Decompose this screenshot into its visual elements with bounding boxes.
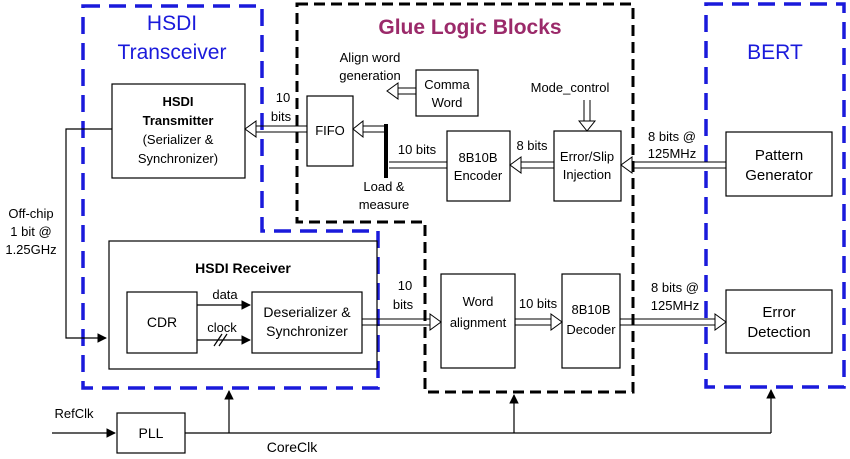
- tx-10bits-label-1: 10: [276, 90, 290, 105]
- rx-10bits-label-1: 10: [398, 278, 412, 293]
- load-label-1: Load &: [363, 179, 405, 194]
- clock-bus-slash-2: [218, 333, 228, 347]
- error-detection-line1: Error: [762, 304, 795, 321]
- bert-title: BERT: [747, 41, 803, 64]
- error-slip-block: [553, 130, 622, 202]
- bus-arrow-align-to-decoder: [515, 313, 563, 331]
- bus-arrow-into-fifo: [352, 119, 386, 139]
- word-alignment-block: [440, 273, 516, 369]
- refclk-label: RefClk: [54, 406, 94, 421]
- bus-arrow-fifo-to-transmitter: [244, 120, 307, 138]
- cdr-label: CDR: [147, 314, 177, 330]
- wa-10bits-label: 10 bits: [519, 296, 558, 311]
- comma-word-line2: Word: [432, 95, 463, 110]
- cdr-block: [126, 291, 198, 354]
- pll-label: PLL: [139, 425, 164, 441]
- glue-title: Glue Logic Blocks: [378, 16, 561, 39]
- deserializer-line1: Deserializer &: [263, 304, 351, 320]
- error-detection-block: [725, 289, 833, 354]
- fifo-label: FIFO: [315, 123, 345, 138]
- dec-8bits-label-1: 8 bits @: [651, 280, 699, 295]
- mode-control-label: Mode_control: [531, 80, 610, 95]
- pg-8bits-label-2: 125MHz: [648, 146, 696, 161]
- bus-arrow-comma-to-align: [386, 82, 416, 100]
- encoder-line2: Encoder: [454, 168, 503, 183]
- error-slip-line1: Error/Slip: [560, 149, 614, 164]
- hsdi-transceiver-region: [81, 4, 380, 390]
- rx-10bits-label-2: bits: [393, 297, 414, 312]
- pattern-gen-line1: Pattern: [755, 147, 803, 164]
- bert-region: [704, 2, 846, 389]
- comma-word-line1: Comma: [424, 77, 470, 92]
- deserializer-line2: Synchronizer: [266, 323, 348, 339]
- tx-10bits-label-2: bits: [271, 109, 292, 124]
- error-detection-line2: Detection: [747, 324, 810, 341]
- data-label: data: [212, 287, 238, 302]
- clock-bus-slash-1: [213, 333, 223, 347]
- deserializer-block: [251, 291, 363, 354]
- transmitter-line4: Synchronizer): [138, 151, 218, 166]
- decoder-block: [561, 273, 621, 369]
- mode-control-arrow: [577, 100, 597, 132]
- word-align-line2: alignment: [450, 315, 507, 330]
- hsdi-transmitter-block: [111, 83, 246, 179]
- bus-arrow-error-to-encoder: [509, 156, 554, 174]
- transmitter-line1: HSDI: [162, 94, 193, 109]
- offchip-label-2: 1 bit @: [10, 224, 51, 239]
- bus-arrow-pattern-to-error: [620, 156, 726, 174]
- decoder-line2: Decoder: [566, 322, 616, 337]
- bus-arrow-encoder-to-fifo: [389, 161, 447, 169]
- enc-10bits-label: 10 bits: [398, 142, 437, 157]
- decoder-line1: 8B10B: [571, 302, 610, 317]
- offchip-serial-wire: [65, 128, 112, 343]
- offchip-label-1: Off-chip: [8, 206, 53, 221]
- receiver-title: HSDI Receiver: [195, 260, 291, 276]
- glue-logic-region: [295, 2, 635, 394]
- hsdi-title-line1: HSDI: [147, 12, 197, 35]
- pll-block: [116, 412, 186, 454]
- fifo-block: [306, 95, 354, 167]
- align-word-label-1: Align word: [340, 50, 401, 65]
- bus-arrow-deser-to-align: [362, 313, 442, 331]
- offchip-label-3: 1.25GHz: [5, 242, 56, 257]
- encoder-block: [446, 130, 511, 202]
- pg-8bits-label-1: 8 bits @: [648, 129, 696, 144]
- comma-word-block: [415, 69, 479, 117]
- coreclk-label: CoreClk: [267, 439, 319, 455]
- encoder-line1: 8B10B: [458, 150, 497, 165]
- dec-8bits-label-2: 125MHz: [651, 298, 699, 313]
- enc-8bits-label: 8 bits: [516, 138, 548, 153]
- transmitter-line2: Transmitter: [143, 113, 214, 128]
- pattern-generator-block: [725, 131, 833, 197]
- pattern-gen-line2: Generator: [745, 167, 813, 184]
- load-label-2: measure: [359, 197, 410, 212]
- clock-label: clock: [207, 320, 237, 335]
- bus-arrow-decoder-to-detect: [620, 313, 727, 331]
- align-word-label-2: generation: [339, 68, 400, 83]
- error-slip-line2: Injection: [563, 167, 611, 182]
- word-align-line1: Word: [463, 294, 494, 309]
- hsdi-title-line2: Transceiver: [118, 41, 227, 64]
- transmitter-line3: (Serializer &: [143, 132, 214, 147]
